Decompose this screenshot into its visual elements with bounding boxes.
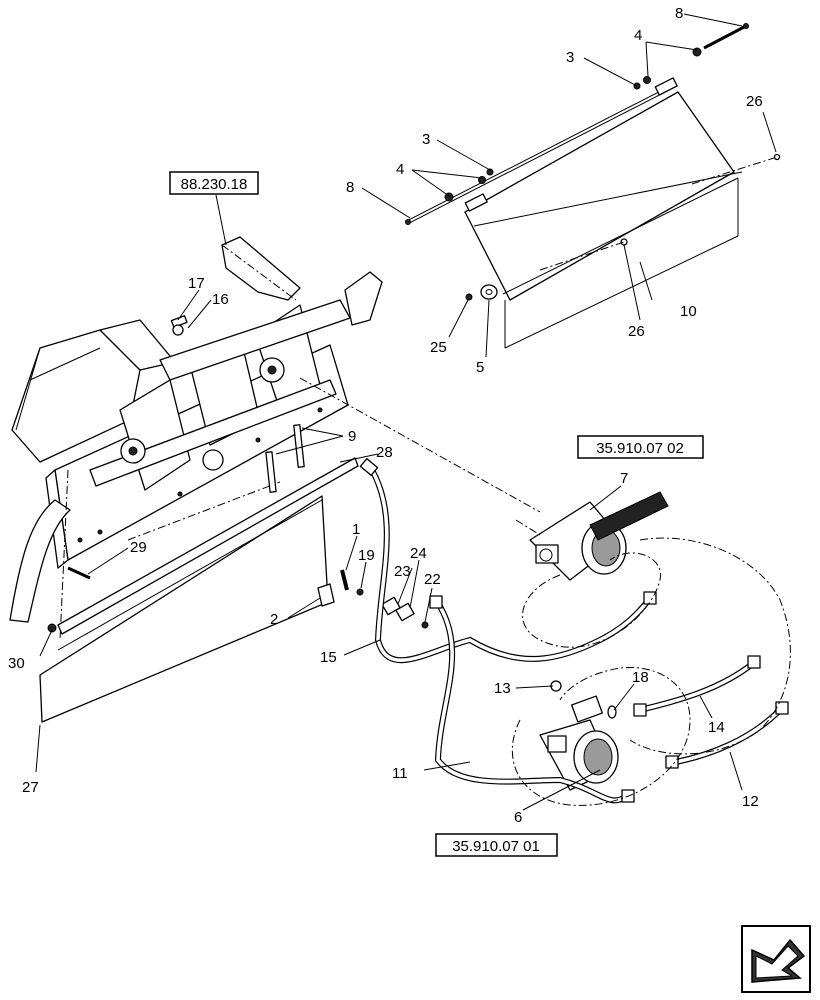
hydraulic-motor-upper [515,491,669,581]
callout-30: 30 [8,655,25,672]
callout-27: 27 [22,779,39,796]
callout-11: 11 [392,765,408,782]
callout-5: 5 [476,359,484,376]
shield-panel [464,91,735,301]
callout-12: 12 [742,793,759,810]
callout-24: 24 [410,545,427,562]
reference-label: 35.910.07 02 [596,440,684,457]
hose-routing [359,458,791,806]
callout-2: 2 [270,611,278,628]
callout-19: 19 [358,547,375,564]
callout-7: 7 [620,470,628,487]
callout-3: 3 [566,49,574,66]
callout-26: 26 [628,323,645,340]
next-page-arrow-icon[interactable] [741,925,811,993]
callout-25: 25 [430,339,447,356]
reference-label: 35.910.07 01 [452,838,540,855]
callout-3: 3 [422,131,430,148]
callout-10: 10 [680,303,697,320]
callout-28: 28 [376,444,393,461]
reference-box-88-230-18[interactable]: 88.230.18 [169,171,259,195]
callout-1: 1 [352,521,360,538]
reference-box-35-910-07-01[interactable]: 35.910.07 01 [435,833,558,857]
callout-23: 23 [394,563,411,580]
callout-14: 14 [708,719,725,736]
callouts: 8 3 4 26 3 4 8 10 26 25 5 17 16 9 28 7 2… [8,5,763,826]
hydraulic-motor-lower [539,695,619,791]
shield-assembly [405,23,781,349]
main-frame-assembly [9,236,541,641]
callout-13: 13 [494,680,511,697]
callout-16: 16 [212,291,229,308]
callout-6: 6 [514,809,522,826]
reference-label: 88.230.18 [181,176,248,193]
callout-9: 9 [348,428,356,445]
callout-17: 17 [188,275,205,292]
callout-22: 22 [424,571,441,588]
callout-26: 26 [746,93,763,110]
callout-4: 4 [634,27,642,44]
callout-8: 8 [346,179,354,196]
callout-29: 29 [130,539,147,556]
callout-8: 8 [675,5,683,22]
callout-15: 15 [320,649,337,666]
callout-18: 18 [632,669,649,686]
leader-lines [35,13,777,811]
lower-shield-assembly [39,424,429,723]
reference-box-35-910-07-02[interactable]: 35.910.07 02 [577,435,704,459]
callout-4: 4 [396,161,404,178]
